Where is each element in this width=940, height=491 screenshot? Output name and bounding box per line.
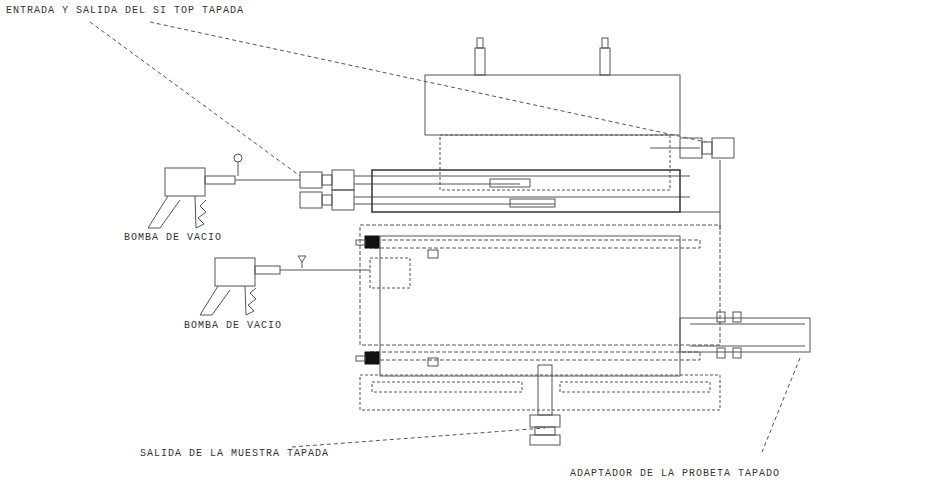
vacuum-pump xyxy=(200,256,410,315)
vacuum-pump xyxy=(148,154,300,228)
part-label: ADAPTADOR DE LA PROBETA TAPADO xyxy=(568,468,782,479)
chamber-body xyxy=(356,225,720,445)
inlet-fittings xyxy=(300,170,690,212)
part-label: ENTRADA Y SALIDA DEL SI TOP TAPADA xyxy=(4,5,246,16)
probe-adapter xyxy=(680,312,810,358)
part-label: SALIDA DE LA MUESTRA TAPADA xyxy=(138,448,331,459)
outlet-fitting xyxy=(650,138,734,230)
part-label: BOMBA DE VACIO xyxy=(122,232,224,243)
part-label: BOMBA DE VACIO xyxy=(182,320,284,331)
top-block xyxy=(425,38,680,190)
leader-lines xyxy=(90,22,800,452)
